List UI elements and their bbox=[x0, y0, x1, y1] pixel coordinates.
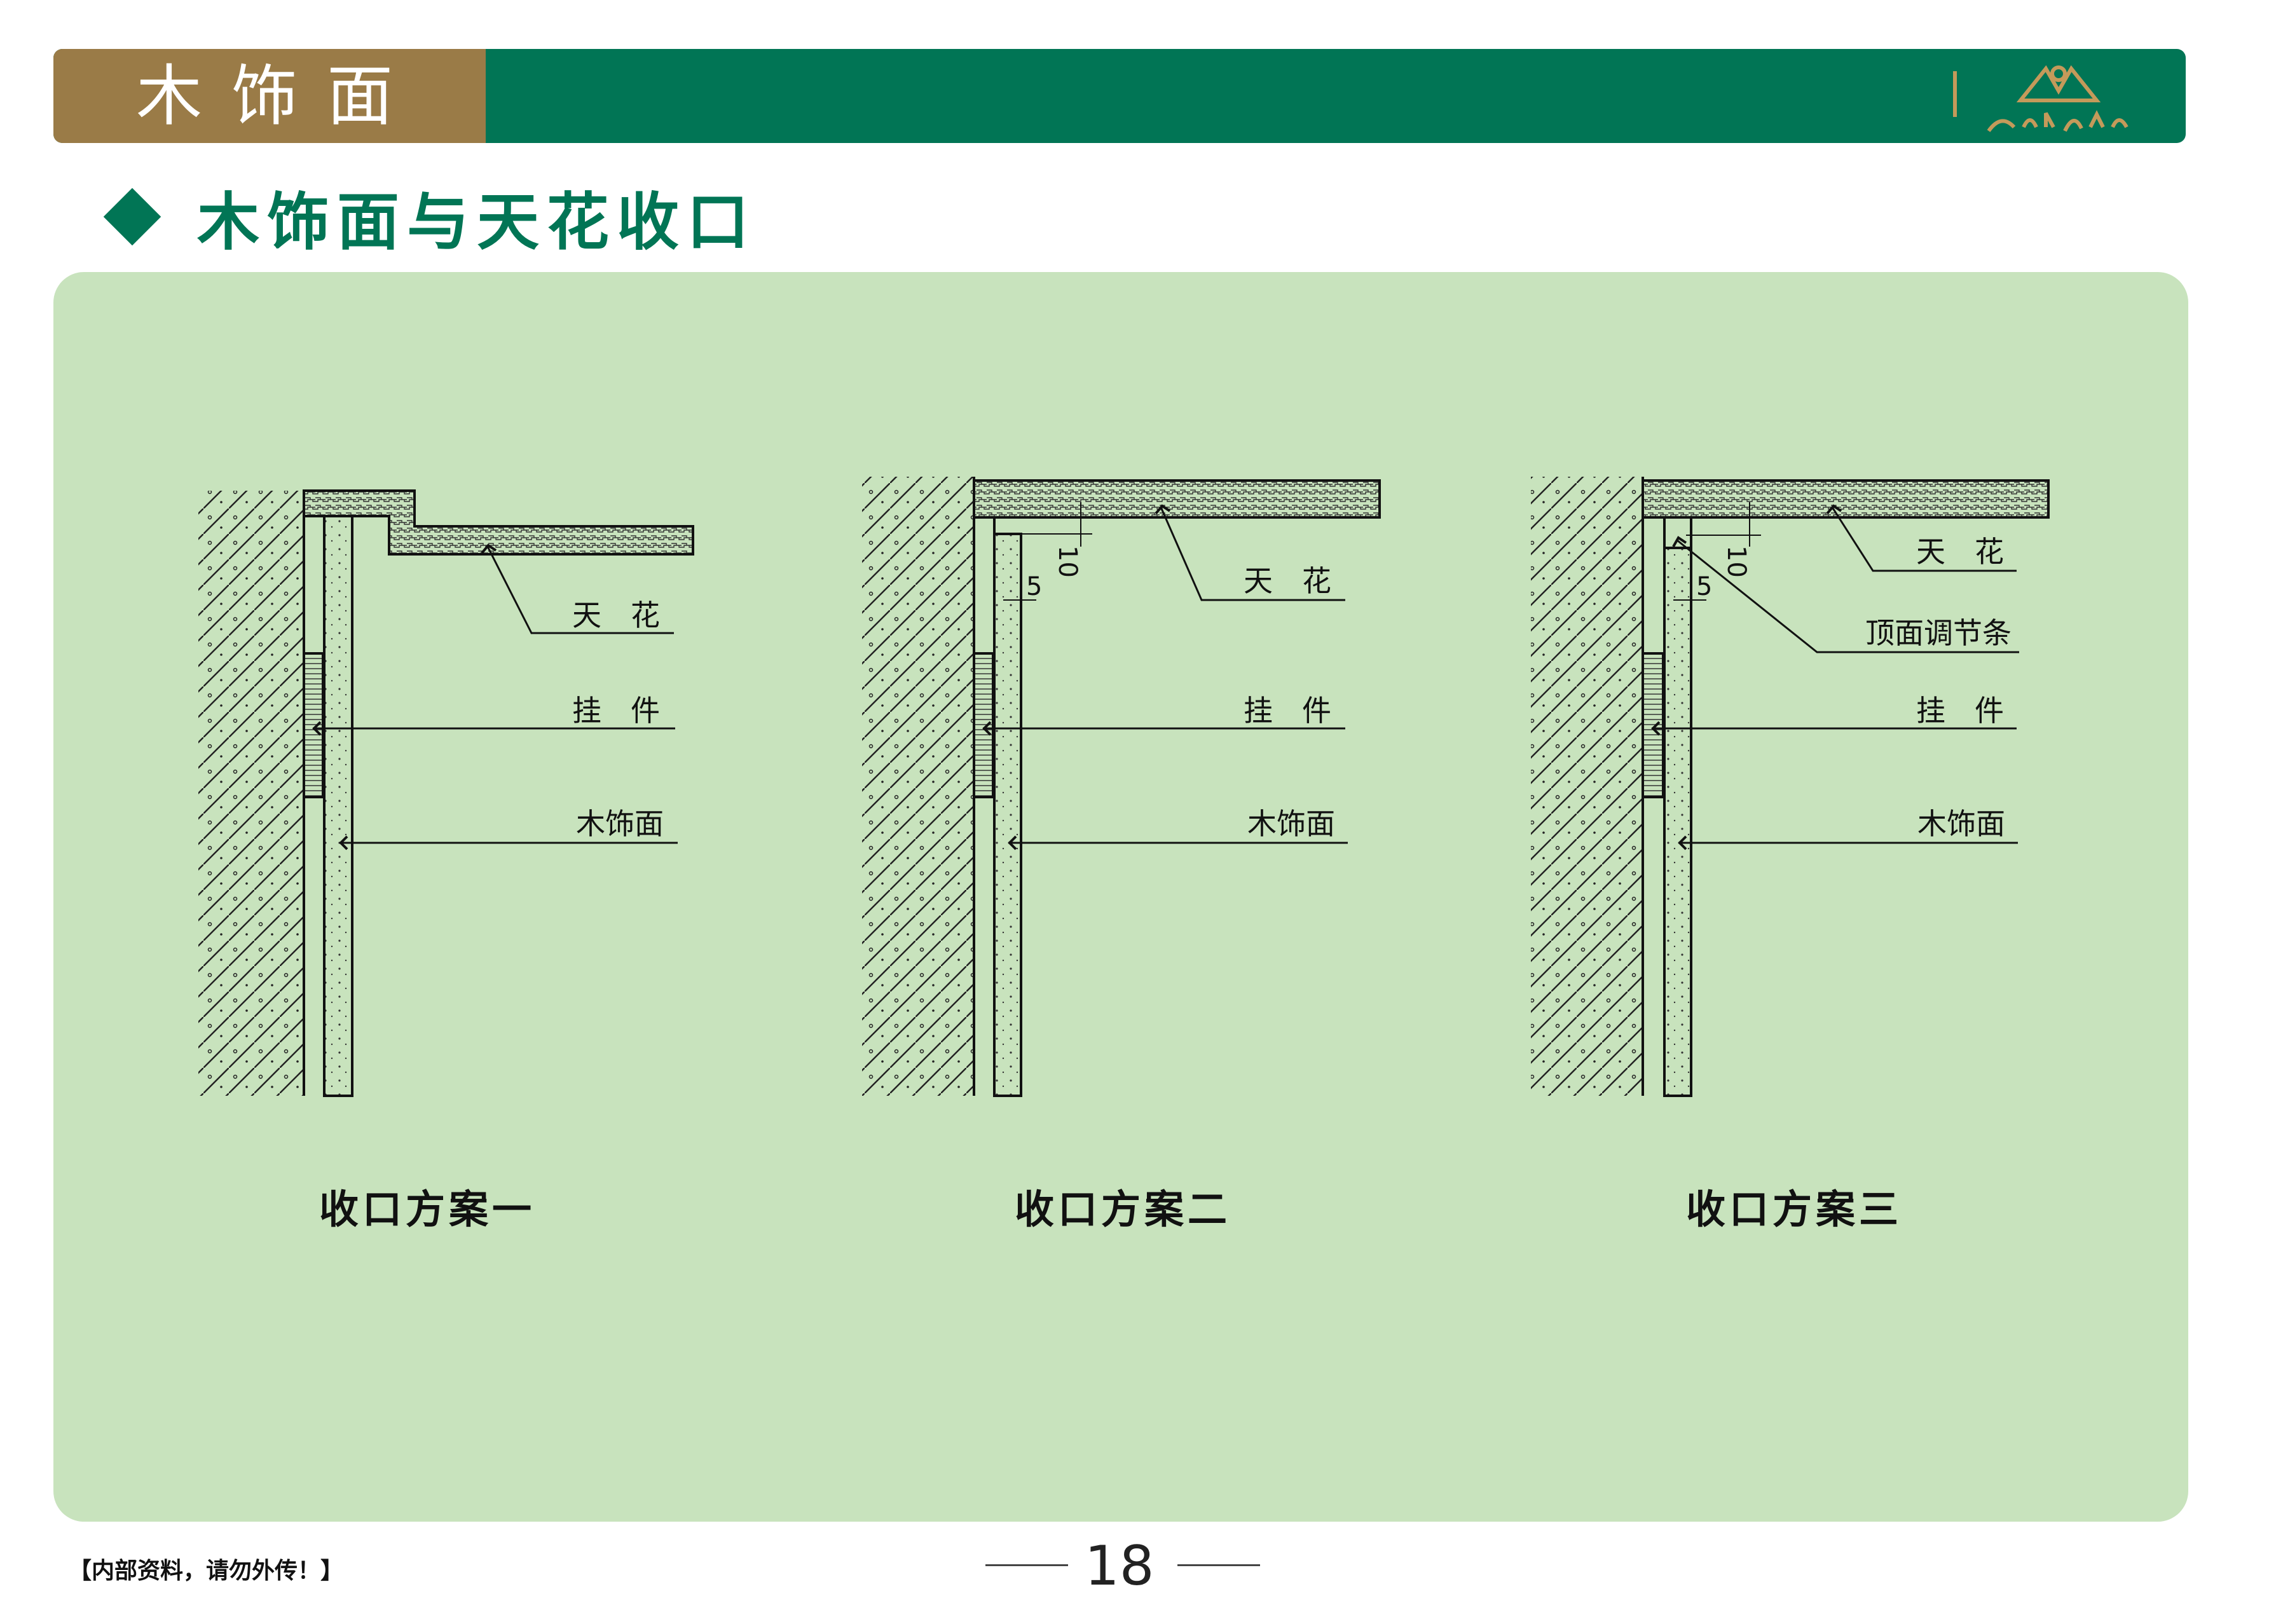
wall-2 bbox=[862, 477, 974, 1096]
label-veneer-2: 木饰面 bbox=[1247, 807, 1335, 841]
dim-offset-2: 10 bbox=[1053, 545, 1082, 578]
label-hanger-2: 挂 件 bbox=[1244, 693, 1331, 728]
label-ceiling-2: 天 花 bbox=[1244, 564, 1331, 598]
header-title: 木饰面 bbox=[136, 57, 423, 135]
page-number-line-right bbox=[1177, 1564, 1260, 1566]
dim-gap-3: 5 bbox=[1696, 572, 1712, 601]
header-bar: 木饰面 bbox=[53, 49, 2186, 143]
hanger-3 bbox=[1642, 652, 1664, 798]
label-veneer-3: 木饰面 bbox=[1917, 807, 2005, 841]
footer-note: 【内部资料，请勿外传！】 bbox=[69, 1558, 344, 1584]
dim-gap-2: 5 bbox=[1026, 572, 1042, 601]
section-title-row: 木饰面与天花收口 bbox=[103, 175, 757, 259]
ceiling-2 bbox=[973, 479, 1381, 519]
caption-scheme-1: 收口方案一 bbox=[319, 1186, 536, 1232]
ceiling-1 bbox=[303, 489, 694, 556]
wall-1 bbox=[198, 491, 304, 1096]
header-tab: 木饰面 bbox=[53, 49, 486, 143]
section-title: 木饰面与天花收口 bbox=[197, 186, 757, 259]
label-veneer-1: 木饰面 bbox=[576, 807, 664, 841]
drawing-2: 10 5 天 花 挂 件 木饰面 bbox=[862, 477, 1381, 1097]
adjusting-strip-3 bbox=[1663, 516, 1692, 549]
ceiling-3 bbox=[1642, 479, 2050, 519]
caption-scheme-3: 收口方案三 bbox=[1686, 1186, 1903, 1232]
logo-separator bbox=[1953, 71, 1957, 117]
page-number-line-left bbox=[985, 1564, 1068, 1566]
caption-scheme-2: 收口方案二 bbox=[1015, 1186, 1231, 1232]
hanger-2 bbox=[973, 652, 994, 798]
drawing-1: 天 花 挂 件 木饰面 bbox=[198, 489, 694, 1097]
label-ceiling-1: 天 花 bbox=[572, 598, 660, 632]
label-hanger-3: 挂 件 bbox=[1916, 693, 2004, 728]
drawing-3: 10 5 天 花 顶面调节条 挂 件 木饰面 bbox=[1531, 477, 2050, 1097]
page-number: 18 bbox=[1085, 1534, 1155, 1598]
label-hanger-1: 挂 件 bbox=[572, 693, 660, 728]
veneer-board-3 bbox=[1663, 547, 1692, 1097]
wall-3 bbox=[1531, 477, 1643, 1096]
veneer-board-1 bbox=[323, 515, 353, 1097]
veneer-board-2 bbox=[993, 533, 1022, 1097]
hanger-1 bbox=[303, 652, 324, 798]
label-strip-3: 顶面调节条 bbox=[1865, 616, 2012, 650]
dim-offset-3: 10 bbox=[1722, 545, 1751, 578]
label-ceiling-3: 天 花 bbox=[1916, 535, 2004, 569]
gold-mantis-logo-icon bbox=[1987, 65, 2129, 132]
